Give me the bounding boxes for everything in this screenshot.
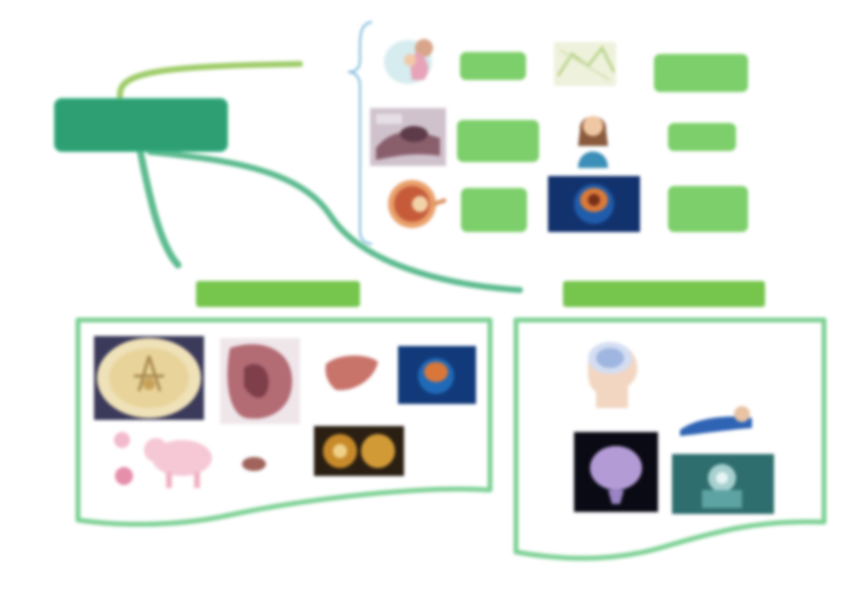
connector-root-to-left xyxy=(140,150,178,265)
surgery-scene-icon xyxy=(672,454,774,514)
leaf-node-2[interactable] xyxy=(654,54,748,92)
pig-illustration-icon xyxy=(108,428,226,496)
left-section-header[interactable] xyxy=(196,281,360,307)
leaf-node-1[interactable] xyxy=(460,52,526,80)
organ-scan-icon xyxy=(314,426,404,476)
leaf-node-6[interactable] xyxy=(668,186,748,232)
connector-root-to-top xyxy=(120,64,300,96)
patient-lying-icon xyxy=(676,404,756,438)
tissue-specimen-icon xyxy=(220,338,300,424)
leaf-node-4[interactable] xyxy=(668,123,736,151)
brain-scan-icon xyxy=(548,176,640,232)
brain-section-icon xyxy=(94,336,204,420)
brain-mri-icon xyxy=(574,432,658,512)
brace-top xyxy=(348,22,372,244)
brain-xray-icon xyxy=(398,346,476,404)
organ-specimen-icon xyxy=(240,454,268,474)
leaf-node-5[interactable] xyxy=(461,188,527,232)
eye-icon xyxy=(382,176,446,232)
root-node[interactable] xyxy=(54,98,228,152)
pregnant-woman-icon xyxy=(382,30,444,88)
hand-surgery-icon xyxy=(370,108,446,166)
head-profile-icon xyxy=(574,330,648,410)
panel-right-outline xyxy=(516,320,824,558)
map-icon xyxy=(550,36,620,92)
liver-icon xyxy=(324,350,380,396)
leaf-node-3[interactable] xyxy=(457,120,539,162)
right-section-header[interactable] xyxy=(563,281,765,307)
woman-icon xyxy=(570,106,616,168)
